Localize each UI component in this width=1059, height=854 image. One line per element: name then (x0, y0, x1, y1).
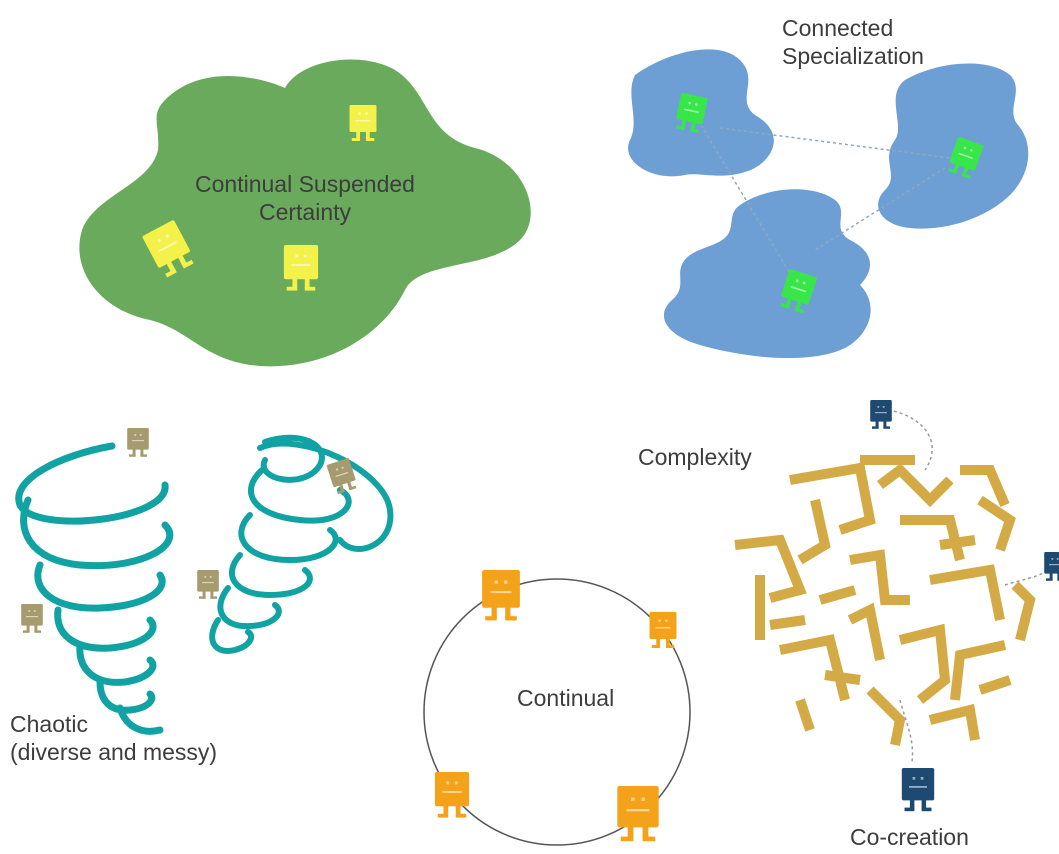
chaotic-line2: (diverse and messy) (10, 739, 218, 765)
khaki-figure-3 (197, 570, 219, 599)
link-left-bottom (694, 114, 801, 291)
chaotic-label: Chaotic (diverse and messy) (10, 710, 217, 766)
connected-specialization-label: Connected Specialization (782, 14, 924, 70)
orange-figure-top (482, 570, 520, 621)
continual-cycle-circle (423, 578, 691, 846)
navy-figure-right (1044, 552, 1059, 581)
suspended-certainty-line2: Certainty (258, 199, 352, 225)
orange-figure-bottom-right (617, 786, 659, 842)
cocreation-dotted-path-top (887, 409, 933, 471)
link-left-right (719, 127, 951, 159)
connected-specialization-line2: Specialization (782, 43, 924, 69)
complexity-label: Complexity (638, 444, 752, 470)
navy-figure-top (870, 400, 892, 429)
blue-blob-right (878, 63, 1029, 229)
link-right-bottom (814, 167, 946, 251)
suspended-certainty-blob (79, 59, 531, 367)
connected-specialization-group (628, 49, 1029, 359)
chaotic-line1: Chaotic (10, 711, 88, 737)
blue-blob-bottom (663, 189, 871, 359)
spiral-right (209, 434, 394, 654)
khaki-figure-4 (21, 604, 43, 633)
spiral-left (15, 442, 174, 735)
khaki-figure-1 (127, 428, 149, 457)
cocreation-dotted-path-right (1004, 571, 1046, 586)
suspended-certainty-line1: Continual Suspended (195, 171, 415, 197)
orange-figure-right (649, 612, 677, 648)
orange-figure-bottom-left (434, 772, 470, 818)
continual-label: Continual (517, 685, 615, 711)
complexity-maze (734, 455, 1036, 746)
suspended-certainty-label: Continual Suspended Certainty (155, 170, 455, 226)
cocreation-dotted-path-bottom (899, 699, 914, 763)
cocreation-label: Co-creation (850, 824, 969, 850)
navy-figure-bottom (901, 768, 935, 812)
chaotic-spirals (15, 434, 394, 735)
connected-specialization-line1: Connected (782, 15, 894, 41)
